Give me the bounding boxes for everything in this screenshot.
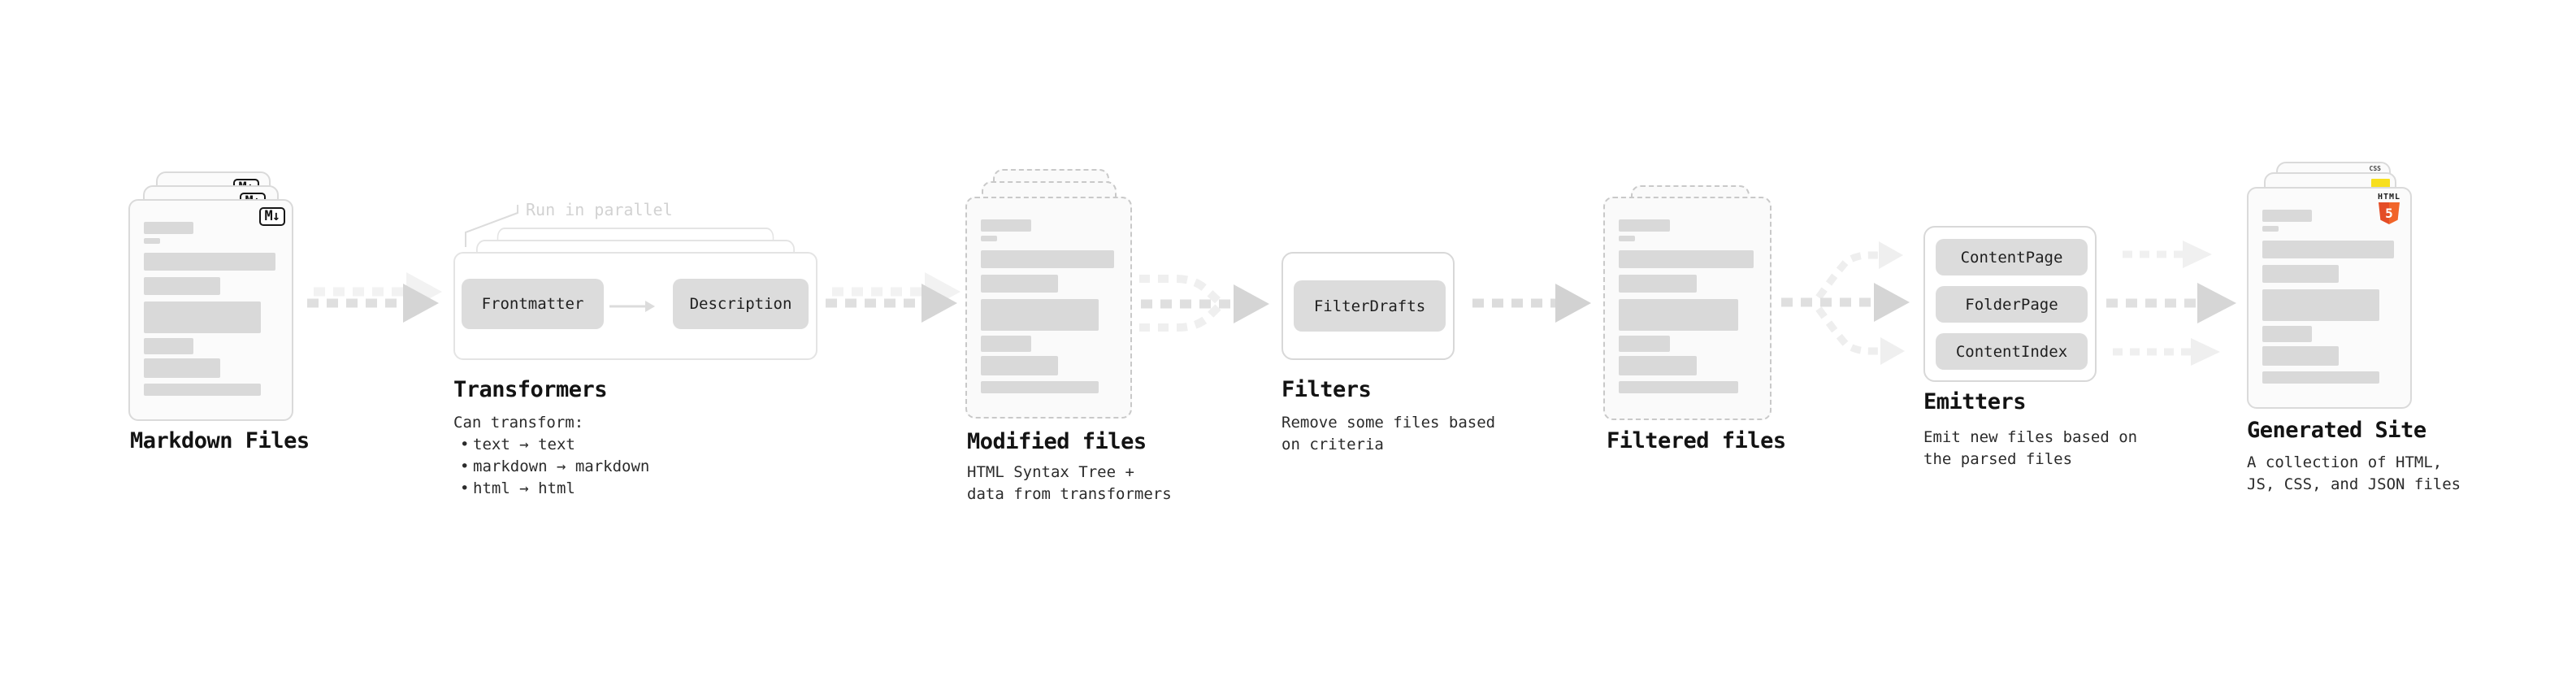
modified-file-card xyxy=(965,197,1132,419)
text-placeholder-bar xyxy=(2262,241,2394,258)
markdown-files-title: Markdown Files xyxy=(130,428,310,453)
arrow-markdown-to-transformers xyxy=(307,272,442,323)
filters-panel: FilterDrafts xyxy=(1281,252,1455,360)
text-placeholder-bars xyxy=(144,222,278,396)
arrow-emitters-to-site xyxy=(2106,241,2236,366)
html5-icon: HTML 5 xyxy=(2373,193,2405,224)
emitters-title: Emitters xyxy=(1923,389,2027,414)
text-placeholder-bar xyxy=(1619,275,1698,293)
desc-line: on criteria xyxy=(1281,436,1384,453)
text-placeholder-bars xyxy=(2262,210,2396,384)
text-placeholder-bar xyxy=(144,301,261,333)
transformers-description: Can transform: text → text markdown → ma… xyxy=(453,412,649,500)
text-placeholder-bar xyxy=(2262,346,2340,366)
desc-line: A collection of HTML, xyxy=(2247,453,2443,471)
text-placeholder-bar xyxy=(1619,336,1670,352)
transformer-pill-frontmatter: Frontmatter xyxy=(462,279,604,329)
list-item: text → text xyxy=(453,434,649,456)
parallel-leader-line xyxy=(465,205,518,247)
text-placeholder-bar xyxy=(1619,299,1739,331)
text-placeholder-bar xyxy=(2262,210,2313,222)
filtered-file-card xyxy=(1603,197,1772,420)
generated-site-description: A collection of HTML, JS, CSS, and JSON … xyxy=(2247,452,2461,496)
text-placeholder-bar xyxy=(981,336,1031,352)
text-placeholder-bar xyxy=(981,381,1099,393)
css-label: CSS xyxy=(2369,165,2381,172)
text-placeholder-bar xyxy=(1619,381,1739,393)
desc-line: Emit new files based on xyxy=(1923,428,2138,446)
text-placeholder-bar xyxy=(2262,326,2313,342)
text-placeholder-bar xyxy=(144,253,275,271)
js-file-icon xyxy=(2371,179,2390,189)
transform-arrow-icon xyxy=(609,301,655,312)
text-placeholder-bar xyxy=(144,384,261,396)
filters-title: Filters xyxy=(1281,377,1372,402)
markdown-file-card: M↓ xyxy=(128,199,293,421)
filter-pill-filterdrafts: FilterDrafts xyxy=(1294,280,1446,332)
transformers-title: Transformers xyxy=(453,377,608,402)
desc-line: JS, CSS, and JSON files xyxy=(2247,475,2461,493)
desc-line: data from transformers xyxy=(967,485,1172,503)
generated-site-title: Generated Site xyxy=(2247,418,2426,443)
markdown-icon: M↓ xyxy=(258,207,285,226)
modified-files-description: HTML Syntax Tree + data from transformer… xyxy=(967,462,1172,505)
arrow-filtered-to-emitters xyxy=(1781,241,1910,365)
text-placeholder-bar xyxy=(981,250,1114,268)
html5-word: HTML xyxy=(2377,193,2401,202)
site-file-card-html: HTML 5 xyxy=(2247,187,2412,409)
text-placeholder-bar xyxy=(981,219,1031,232)
text-placeholder-bar xyxy=(2262,265,2340,283)
text-placeholder-bar xyxy=(144,238,160,244)
text-placeholder-bar xyxy=(2262,371,2379,384)
text-placeholder-bar xyxy=(1619,219,1670,232)
text-placeholder-bar xyxy=(981,356,1059,375)
text-placeholder-bar xyxy=(1619,236,1636,241)
text-placeholder-bars xyxy=(981,219,1117,393)
text-placeholder-bars xyxy=(1619,219,1756,393)
transformer-pill-description: Description xyxy=(673,279,809,329)
text-placeholder-bar xyxy=(1619,356,1698,375)
arrow-modified-to-filters xyxy=(1139,275,1269,332)
run-in-parallel-note: Run in parallel xyxy=(526,200,673,219)
desc-line: Can transform: xyxy=(453,414,584,432)
list-item: markdown → markdown xyxy=(453,456,649,478)
desc-line: HTML Syntax Tree + xyxy=(967,463,1134,481)
modified-files-title: Modified files xyxy=(967,429,1147,454)
filters-description: Remove some files based on criteria xyxy=(1281,412,1495,456)
text-placeholder-bar xyxy=(1619,250,1754,268)
text-placeholder-bar xyxy=(2262,226,2279,232)
text-placeholder-bar xyxy=(144,222,194,234)
html5-shield: 5 xyxy=(2379,202,2400,224)
transformer-layer-front: Frontmatter Description xyxy=(453,252,817,360)
emitter-pill-contentpage: ContentPage xyxy=(1936,239,2088,275)
transform-capability-list: text → text markdown → markdown html → h… xyxy=(453,434,649,500)
emitters-panel: ContentPage FolderPage ContentIndex xyxy=(1923,226,2097,382)
filtered-files-title: Filtered files xyxy=(1607,428,1786,453)
arrow-filters-to-filtered xyxy=(1472,284,1591,323)
emitters-description: Emit new files based on the parsed files xyxy=(1923,427,2137,471)
desc-line: Remove some files based xyxy=(1281,414,1496,432)
text-placeholder-bar xyxy=(981,299,1099,331)
text-placeholder-bar xyxy=(981,275,1059,293)
text-placeholder-bar xyxy=(144,338,194,354)
text-placeholder-bar xyxy=(144,358,221,378)
list-item: html → html xyxy=(453,478,649,500)
text-placeholder-bar xyxy=(981,236,998,241)
text-placeholder-bar xyxy=(144,277,221,295)
emitter-pill-folderpage: FolderPage xyxy=(1936,286,2088,323)
emitter-pill-contentindex: ContentIndex xyxy=(1936,333,2088,370)
arrow-transformers-to-modified xyxy=(826,272,961,323)
text-placeholder-bar xyxy=(2262,289,2379,321)
desc-line: the parsed files xyxy=(1923,450,2073,468)
